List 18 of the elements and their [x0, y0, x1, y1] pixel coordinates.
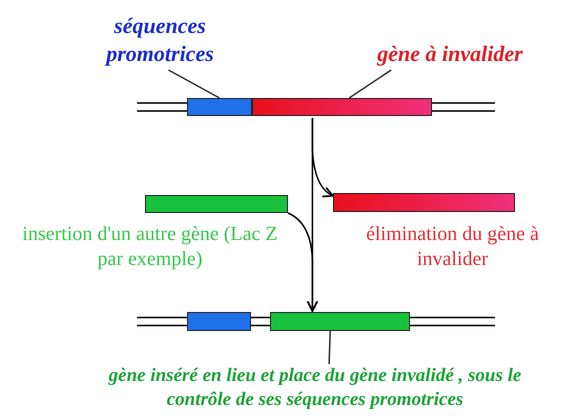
promoter-segment	[187, 312, 251, 331]
leader-line	[348, 69, 392, 99]
inserted-gene-segment	[270, 312, 410, 331]
inserted-gene-bar	[145, 195, 288, 213]
step-caption: élimination du gène à invalider	[365, 222, 540, 272]
removed-gene-bar	[333, 193, 515, 212]
promoter-label: séquences promotrices	[75, 12, 245, 70]
dna-strand-drawing	[137, 96, 495, 118]
leader-line	[328, 330, 331, 364]
arrow	[288, 212, 318, 312]
step-caption: insertion d'un autre gène (Lac Z par exemple)	[21, 222, 279, 272]
promoter-segment	[187, 98, 252, 116]
arrow	[312, 118, 334, 197]
leader-line	[168, 69, 220, 99]
gene-segment	[252, 98, 432, 116]
dna-strand-drawing	[137, 311, 495, 332]
gene-label: gène à invalider	[345, 40, 555, 70]
result-caption: gène inséré en lieu et place du gène invalidé , sous le contrôle de ses séquences promotrices	[80, 364, 550, 414]
